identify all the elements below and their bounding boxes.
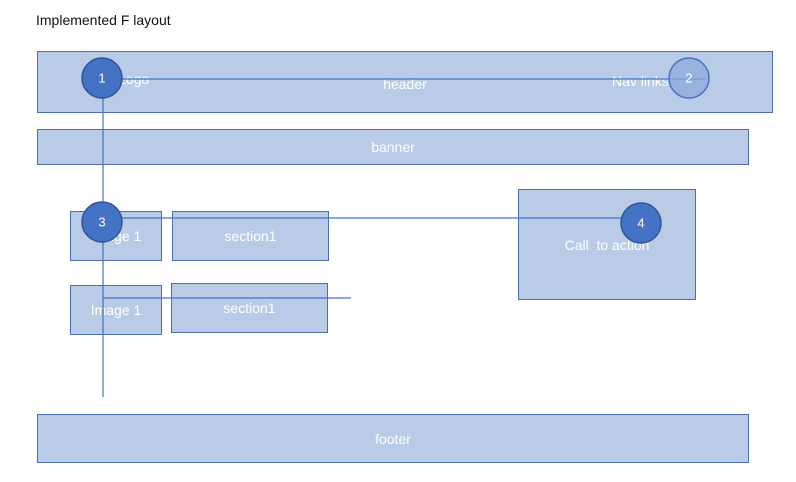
banner-label: banner	[371, 139, 415, 155]
banner-box: banner	[37, 129, 749, 165]
image-box-2: Image 1	[70, 285, 162, 335]
marker-2: 2	[668, 57, 710, 99]
footer-label: footer	[375, 430, 411, 447]
diagram-title: Implemented F layout	[36, 12, 171, 28]
marker-1: 1	[81, 57, 123, 99]
section-label-2: section1	[223, 300, 276, 316]
section-box-1: section1	[172, 211, 329, 261]
section-label-1: section1	[224, 228, 277, 244]
marker-3-number: 3	[98, 215, 105, 230]
nav-links-label: Nav links	[612, 73, 669, 89]
footer-box: footer	[37, 414, 749, 463]
marker-4-number: 4	[637, 216, 644, 231]
marker-1-number: 1	[98, 71, 105, 86]
call-to-action-box: Call to action	[518, 189, 696, 300]
header-label: header	[383, 76, 427, 92]
header-box: header	[37, 51, 773, 113]
section-box-2: section1	[171, 283, 328, 333]
marker-4: 4	[620, 202, 662, 244]
marker-3: 3	[81, 201, 123, 243]
marker-2-number: 2	[685, 71, 692, 86]
